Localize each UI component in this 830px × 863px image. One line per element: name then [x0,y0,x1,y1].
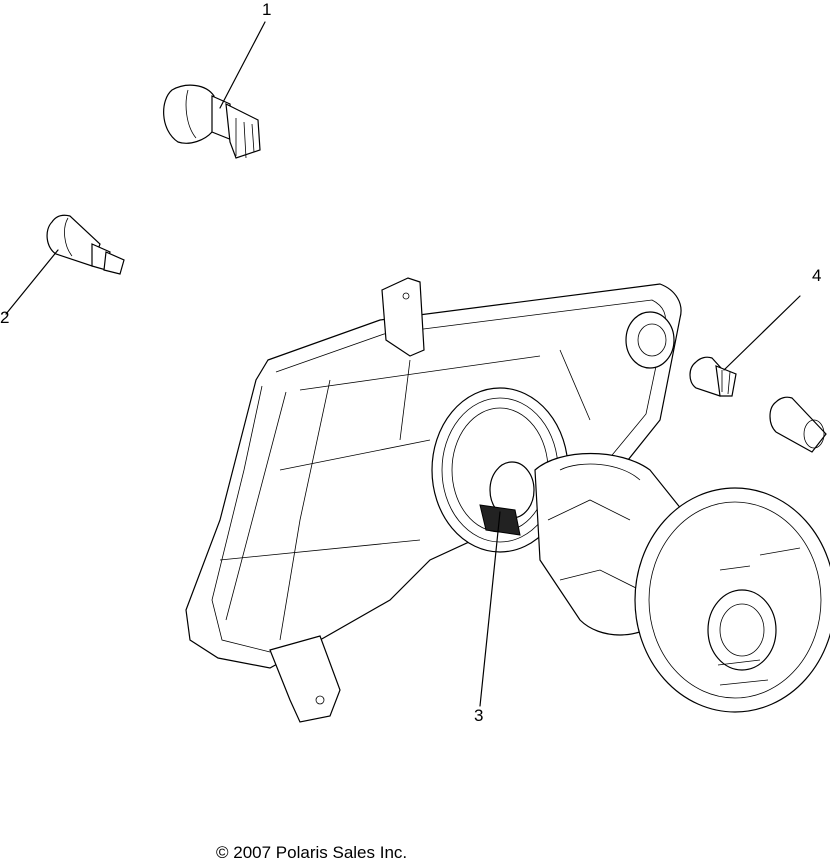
bulb-2-icon [46,214,125,275]
leader-line-2 [5,249,59,315]
leader-line-3 [479,511,501,707]
callout-1: 1 [262,0,272,19]
bulb-1-icon [163,84,261,159]
headlight-assembly-icon [185,277,830,723]
bulb-4-icon [689,356,737,397]
copyright-notice: © 2007 Polaris Sales Inc. [216,843,408,862]
callout-2: 2 [0,308,10,327]
bulb-socket-icon [769,396,827,453]
callout-4: 4 [812,266,822,285]
leader-line-1 [219,21,266,109]
leader-line-4 [723,295,801,371]
callout-3: 3 [474,706,484,725]
